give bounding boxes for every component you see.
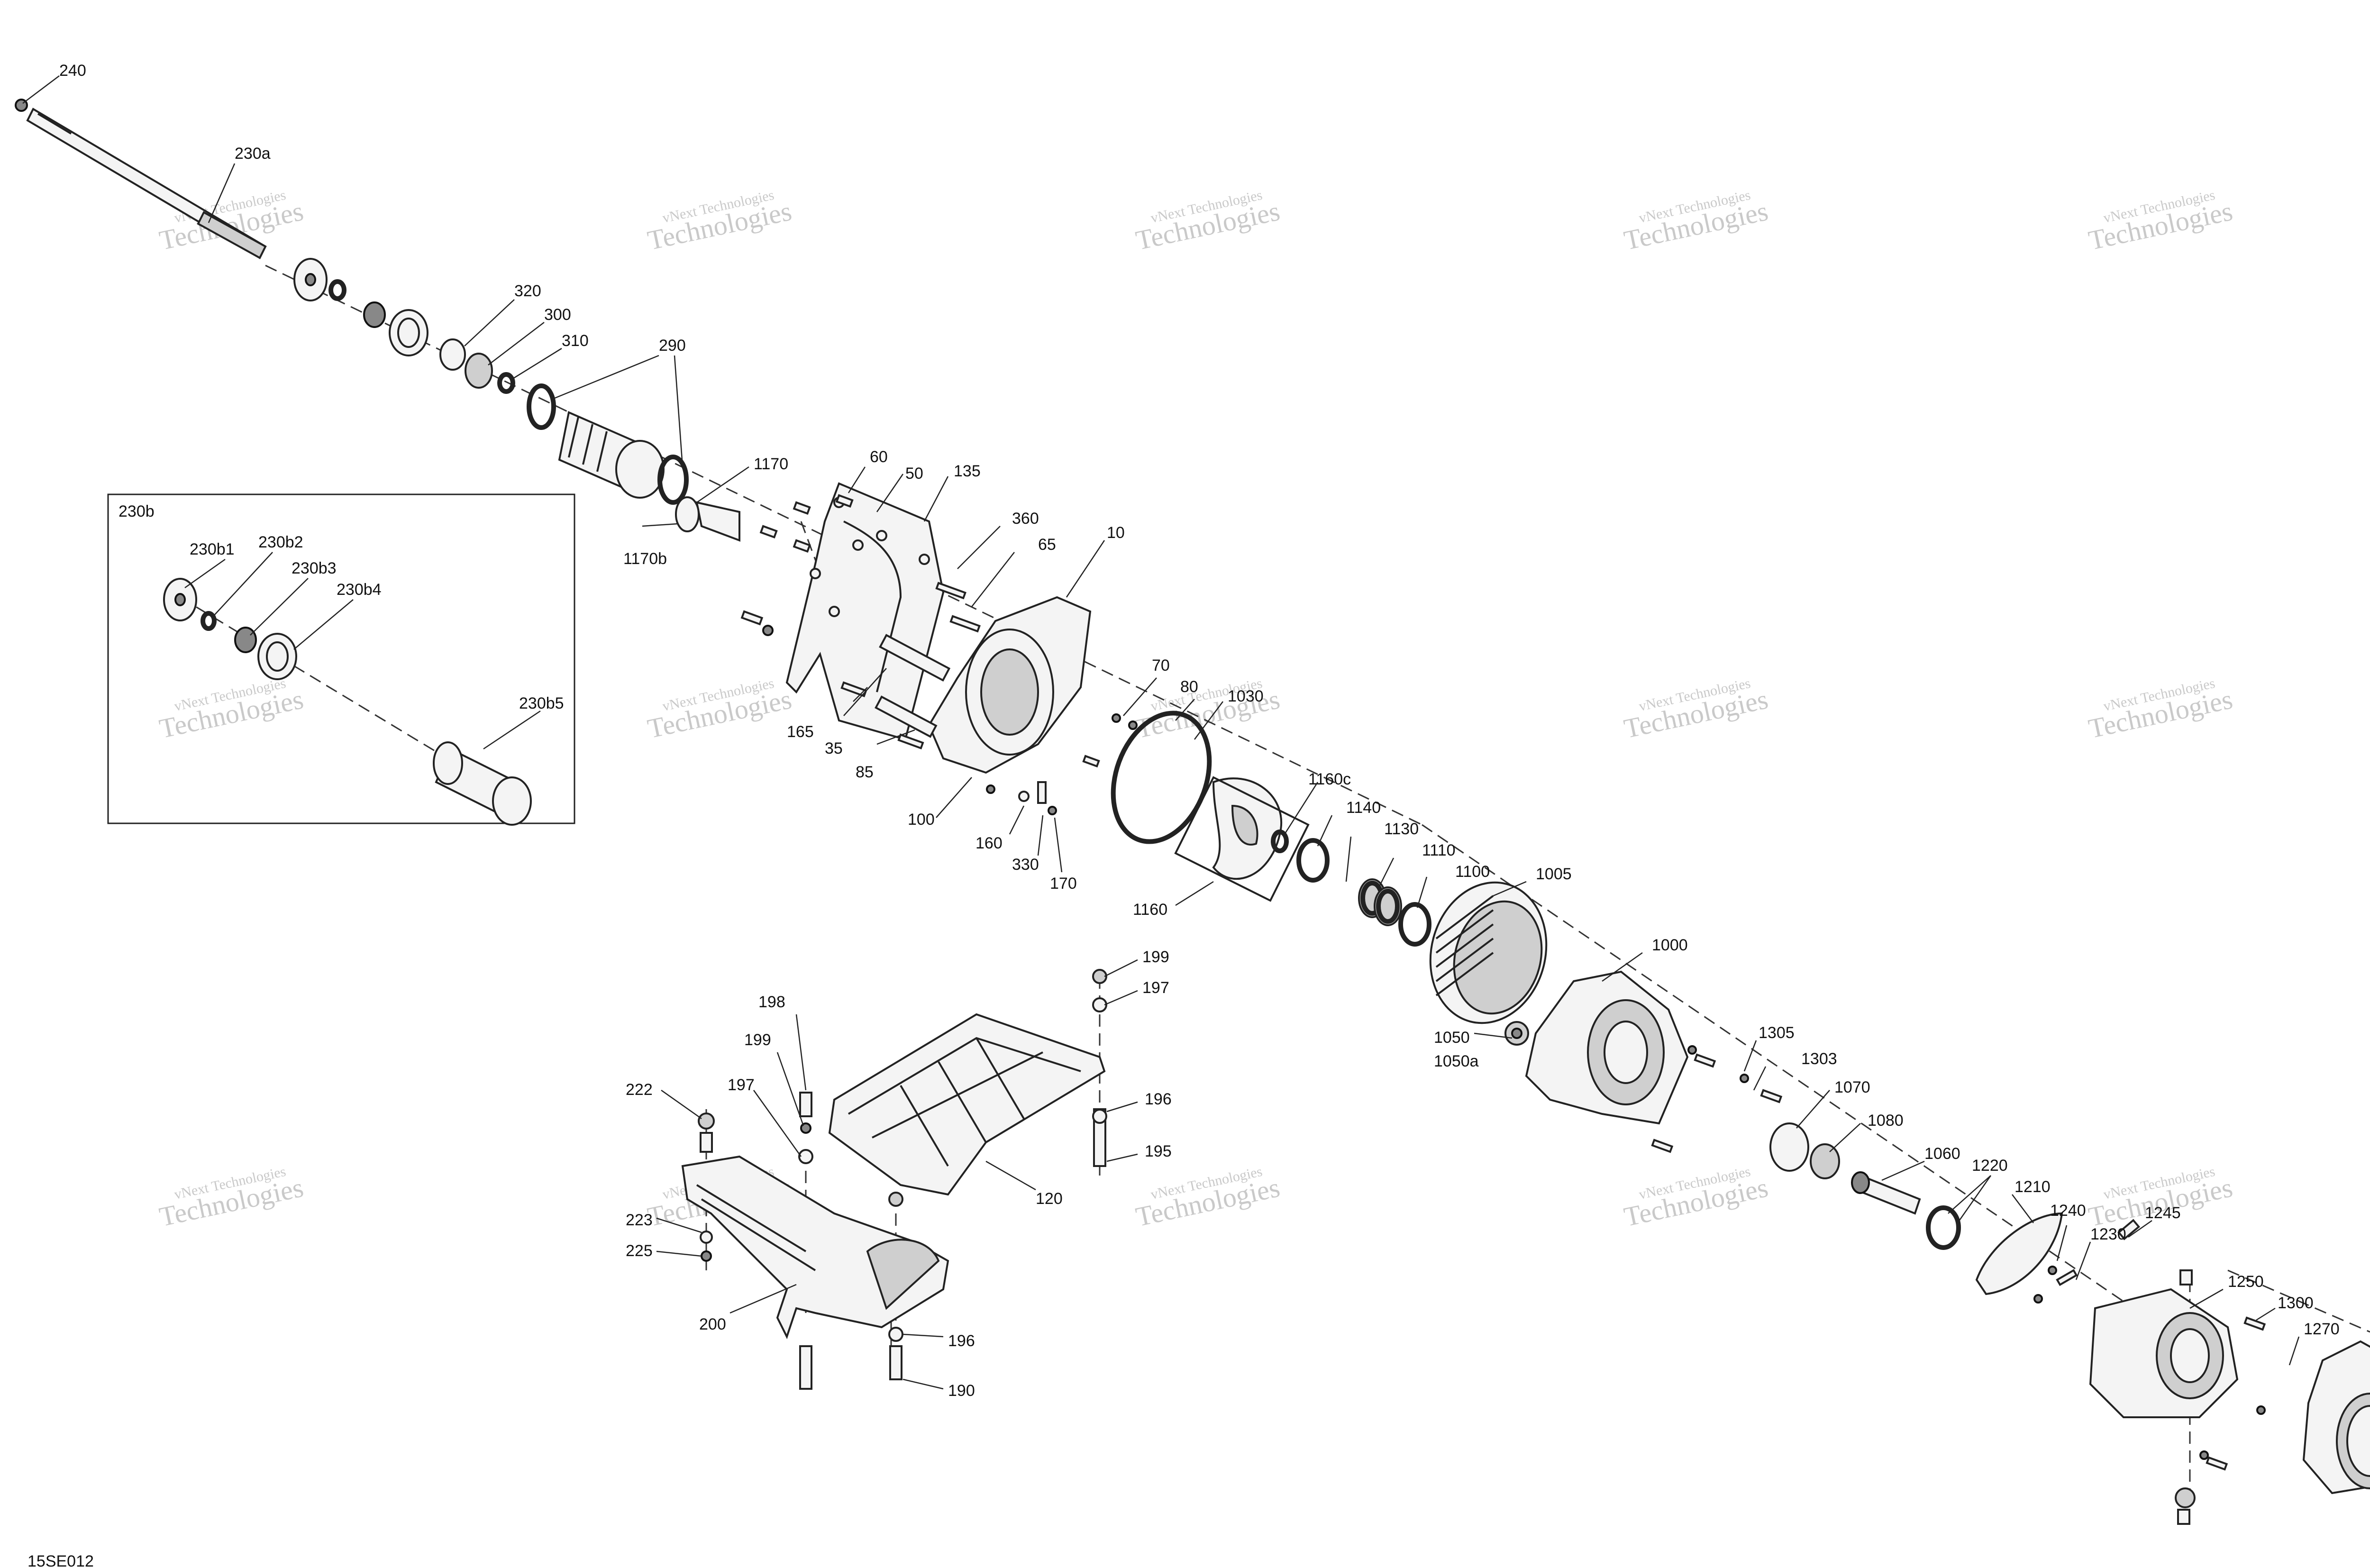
callout-1303: 1303 [1801,1050,1837,1068]
callout-170: 170 [1050,875,1077,893]
callout-1070: 1070 [1834,1078,1870,1096]
callout-1110: 1110 [1422,841,1456,859]
callout-1000: 1000 [1652,936,1688,954]
callout-1160c: 1160c [1308,770,1351,788]
callout-199a: 199 [1142,948,1169,966]
ride-plate [828,969,1107,1196]
callout-10: 10 [1107,524,1125,542]
shaft-seal-parts [293,258,740,542]
stator-housing [1504,970,1783,1153]
callout-230b3: 230b3 [292,559,337,577]
callout-240: 240 [59,62,86,80]
callout-199b: 199 [744,1031,771,1049]
drawing-code: 15SE012 [27,1552,94,1568]
callout-360: 360 [1012,510,1039,528]
callout-300: 300 [544,306,571,324]
callout-160: 160 [975,834,1003,852]
callout-230b4: 230b4 [337,581,382,599]
wear-ring-housing [1429,881,1548,1024]
callout-196a: 196 [1145,1090,1172,1108]
venturi-nozzle [2302,1340,2370,1495]
callout-1230: 1230 [2090,1225,2126,1243]
callout-1220: 1220 [1972,1157,2008,1175]
callout-100: 100 [908,811,935,829]
callout-1080: 1080 [1868,1112,1904,1130]
callout-85: 85 [856,763,874,781]
callout-195: 195 [1145,1142,1172,1160]
callout-1030: 1030 [1228,687,1264,705]
inset-box: 230b [107,493,575,826]
stator-shaft-parts [1769,1122,2078,1304]
callout-200: 200 [699,1315,726,1333]
callout-1270: 1270 [2304,1320,2340,1338]
callout-1250: 1250 [2228,1273,2264,1291]
callout-1170: 1170 [754,455,788,473]
mounting-gasket-plate [785,482,945,741]
bearing-seal-stack [1271,830,1431,947]
callout-1160: 1160 [1133,901,1167,919]
callout-120: 120 [1036,1190,1063,1208]
callout-1170b: 1170b [623,550,667,568]
inset-title: 230b [118,502,155,520]
callout-1140: 1140 [1346,799,1381,817]
callout-190: 190 [948,1382,975,1400]
callout-230b2: 230b2 [258,533,303,551]
callout-1050: 1050 [1434,1029,1470,1047]
callout-330: 330 [1012,856,1039,874]
callout-320: 320 [514,282,541,300]
callout-310: 310 [562,332,589,350]
callout-1210: 1210 [2014,1178,2051,1196]
callout-290: 290 [659,337,686,355]
intake-grate [681,1092,949,1390]
callout-196b: 196 [948,1332,975,1350]
callout-230b5: 230b5 [519,694,564,712]
callout-1305: 1305 [1759,1024,1795,1042]
callout-223: 223 [626,1211,653,1229]
callout-60: 60 [870,448,888,466]
callout-1100: 1100 [1455,863,1490,881]
callout-197b: 197 [728,1076,755,1094]
callout-1060: 1060 [1924,1145,1960,1163]
callout-165: 165 [787,723,814,741]
nozzle-housing [2089,1219,2266,1525]
callout-1130: 1130 [1384,820,1419,838]
callout-80: 80 [1180,678,1198,696]
callout-65: 65 [1038,536,1056,554]
callout-70: 70 [1152,656,1170,675]
callout-1240: 1240 [2050,1202,2086,1220]
callout-197a: 197 [1142,979,1169,997]
callout-1005: 1005 [1536,865,1572,883]
drive-shaft [15,99,267,259]
callout-1050a: 1050a [1434,1052,1479,1070]
leader-lines [22,75,2300,1390]
callout-35: 35 [825,739,843,757]
callout-1245: 1245 [2145,1204,2181,1222]
callout-1300: 1300 [2278,1294,2314,1312]
callout-222: 222 [626,1081,653,1099]
fasteners-group-1 [740,494,1138,815]
callout-230a: 230a [235,145,271,163]
pump-housing [875,596,1092,774]
callout-198: 198 [758,993,785,1011]
callout-135: 135 [954,462,981,480]
callout-225: 225 [626,1242,653,1260]
impeller-assembly [1111,711,1310,902]
callout-230b1: 230b1 [190,540,235,558]
callout-50: 50 [905,465,923,483]
